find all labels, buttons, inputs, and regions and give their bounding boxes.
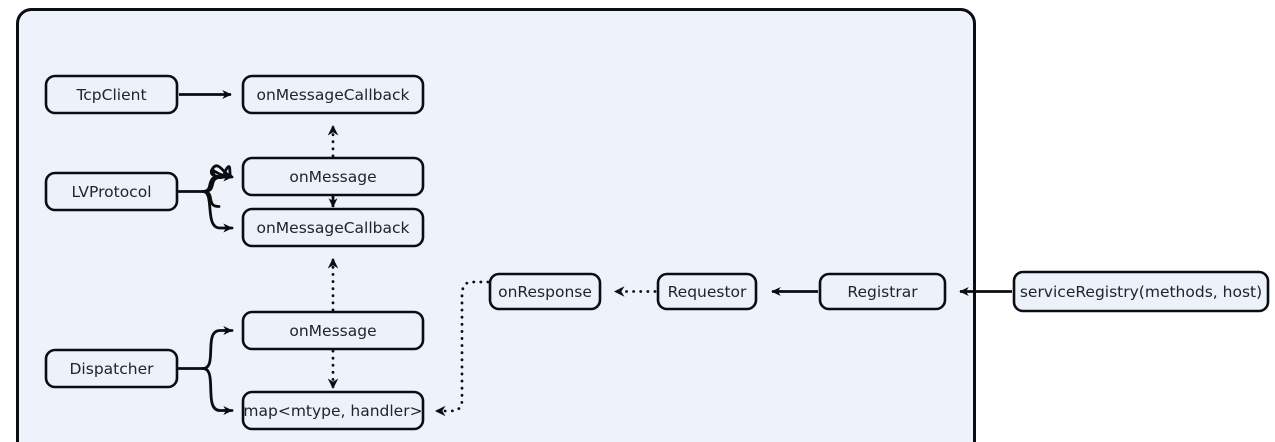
node-onresponse[interactable]: onResponse — [488, 272, 602, 311]
node-registrar[interactable]: Registrar — [818, 272, 947, 311]
node-dispatcher-onmessage[interactable]: onMessage — [241, 310, 425, 351]
node-onmessagecallback-top[interactable]: onMessageCallback — [241, 74, 425, 115]
node-label-lvprotocol: LVProtocol — [72, 183, 152, 201]
edge-lvprotocol-branch — [177, 164, 234, 233]
node-label-serviceregistry: serviceRegistry(methods, host) — [1020, 283, 1262, 301]
node-dispatcher[interactable]: Dispatcher — [44, 348, 179, 389]
node-lvprotocol-onmessage[interactable]: onMessage — [241, 156, 425, 197]
node-label-onresponse: onResponse — [498, 283, 592, 301]
node-label-lvprotocol-onmessagecallback: onMessageCallback — [256, 219, 409, 237]
node-label-registrar: Registrar — [847, 283, 918, 301]
node-label-dispatcher-map: map<mtype, handler> — [243, 402, 422, 420]
node-label-lvprotocol-onmessage: onMessage — [289, 168, 376, 186]
node-label-tcpclient: TcpClient — [75, 86, 146, 104]
node-label-dispatcher-onmessage: onMessage — [289, 322, 376, 340]
node-requestor[interactable]: Requestor — [656, 272, 758, 311]
edge-dispatcher-branch — [177, 326, 234, 415]
node-lvprotocol-onmessagecallback[interactable]: onMessageCallback — [241, 207, 425, 248]
node-tcpclient[interactable]: TcpClient — [44, 74, 179, 115]
node-serviceregistry[interactable]: serviceRegistry(methods, host) — [1012, 270, 1270, 313]
node-label-dispatcher: Dispatcher — [70, 360, 155, 378]
edge-onresponse-to-map — [434, 280, 490, 417]
node-label-requestor: Requestor — [668, 283, 747, 301]
node-lvprotocol[interactable]: LVProtocol — [44, 171, 179, 212]
node-label-onmessagecallback-top: onMessageCallback — [256, 86, 409, 104]
node-dispatcher-map[interactable]: map<mtype, handler> — [241, 390, 425, 431]
